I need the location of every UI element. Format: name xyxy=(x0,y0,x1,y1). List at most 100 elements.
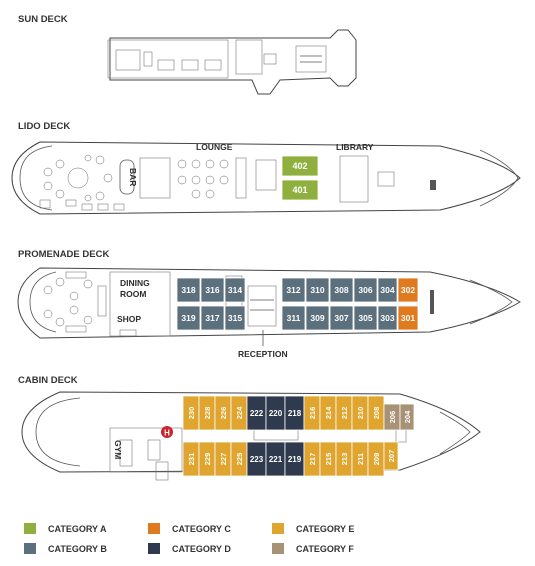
legend-label: CATEGORY C xyxy=(172,524,231,534)
legend-label: CATEGORY E xyxy=(296,524,354,534)
dining-room-label-1: DINING xyxy=(120,278,150,288)
cabin-212: 212 xyxy=(335,395,353,431)
legend-item-category-e: CATEGORY E xyxy=(272,523,354,534)
hospital-label: H xyxy=(164,429,170,438)
cabin-number: 226 xyxy=(219,407,228,420)
cabin-number: 306 xyxy=(358,285,372,295)
cabin-217: 217 xyxy=(303,441,321,477)
cabin-number: 315 xyxy=(228,313,242,323)
cabin-number: 221 xyxy=(269,455,283,464)
cabin-208: 208 xyxy=(367,395,385,431)
cabin-224: 224 xyxy=(230,395,248,431)
cabin-number: 231 xyxy=(187,453,196,466)
cabin-number: 318 xyxy=(181,285,195,295)
cabin-number: 206 xyxy=(388,411,397,424)
cabin-231: 231 xyxy=(182,441,200,477)
cabin-311: 311 xyxy=(281,305,306,331)
legend-label: CATEGORY D xyxy=(172,544,231,554)
cabin-number: 401 xyxy=(292,185,307,195)
cabin-number: 214 xyxy=(324,406,333,419)
cabin-number: 215 xyxy=(324,453,333,466)
reception-label: RECEPTION xyxy=(238,349,288,359)
cabin-number: 312 xyxy=(286,285,300,295)
cabin-318: 318 xyxy=(176,277,201,303)
cabin-number: 303 xyxy=(380,313,394,323)
cabin-number: 218 xyxy=(288,409,302,418)
cabin-number: 210 xyxy=(356,407,365,420)
promenade-deck-outline xyxy=(17,267,521,339)
legend-swatch xyxy=(148,543,160,554)
lido-cabins: 402 401 xyxy=(281,155,319,201)
cabin-223: 223 xyxy=(246,441,267,477)
cabin-206: 206 xyxy=(383,403,401,431)
cabin-210: 210 xyxy=(351,395,369,431)
cabin-number: 311 xyxy=(287,313,301,323)
legend-label: CATEGORY A xyxy=(48,524,107,534)
cabin-216: 216 xyxy=(303,395,321,431)
cabin-number: 230 xyxy=(187,407,196,420)
cabin-number: 314 xyxy=(228,285,242,295)
cabin-218: 218 xyxy=(284,395,305,431)
library-label: LIBRARY xyxy=(336,142,374,152)
cabin-number: 205 xyxy=(0,0,6,2)
legend-label: CATEGORY F xyxy=(296,544,354,554)
cabin-215: 215 xyxy=(319,441,337,477)
cabin-number: 305 xyxy=(358,313,372,323)
legend-swatch xyxy=(272,543,284,554)
cabin-314: 314 xyxy=(224,277,246,303)
legend-item-category-a: CATEGORY A xyxy=(24,523,107,534)
cabin-number: 310 xyxy=(310,285,324,295)
cabin-number: 220 xyxy=(269,409,283,418)
lido-deck-outline xyxy=(11,141,521,215)
cabin-number: 308 xyxy=(334,285,348,295)
cabin-number: 222 xyxy=(250,409,264,418)
cabin-number: 225 xyxy=(235,453,244,466)
lido-deck-title: LIDO DECK xyxy=(18,121,70,132)
cabin-310: 310 xyxy=(305,277,330,303)
cabin-307: 307 xyxy=(329,305,354,331)
cabin-number: 223 xyxy=(250,455,264,464)
cabin-number: 309 xyxy=(310,313,324,323)
cabin-317: 317 xyxy=(200,305,225,331)
cabin-number: 319 xyxy=(181,313,195,323)
cabin-number: 204 xyxy=(403,410,412,423)
legend-swatch xyxy=(24,523,36,534)
shop-label: SHOP xyxy=(117,314,141,324)
promenade-deck-title: PROMENADE DECK xyxy=(18,249,109,260)
cabin-319: 319 xyxy=(176,305,201,331)
cabin-number: 207 xyxy=(387,450,396,463)
cabin-number: 228 xyxy=(203,407,212,420)
cabin-228: 228 xyxy=(198,395,216,431)
cabin-308: 308 xyxy=(329,277,354,303)
cabin-219: 219 xyxy=(284,441,305,477)
cabin-211: 211 xyxy=(351,441,369,477)
cabin-301: 301 xyxy=(397,305,419,331)
cabin-deck-title: CABIN DECK xyxy=(18,375,78,386)
cabin-number: 217 xyxy=(308,453,317,466)
cabin-number: 316 xyxy=(205,285,219,295)
cabin-number: 301 xyxy=(401,313,415,323)
cabin-209: 209 xyxy=(367,441,385,477)
cabin-304: 304 xyxy=(377,277,398,303)
cabin-number: 224 xyxy=(235,406,244,419)
cabin-number: 402 xyxy=(292,161,307,171)
lounge-label: LOUNGE xyxy=(196,142,233,152)
cabin-309: 309 xyxy=(305,305,330,331)
cabin-number: 317 xyxy=(205,313,219,323)
cabin-226: 226 xyxy=(214,395,232,431)
legend-swatch xyxy=(24,543,36,554)
cabin-302: 302 xyxy=(397,277,419,303)
cabin-220: 220 xyxy=(265,395,286,431)
legend-item-category-f: CATEGORY F xyxy=(272,543,354,554)
legend-swatch xyxy=(148,523,160,534)
cabin-207: 207 xyxy=(383,441,399,471)
cabin-number: 212 xyxy=(340,407,349,420)
legend-item-category-b: CATEGORY B xyxy=(24,543,107,554)
legend-item-category-c: CATEGORY C xyxy=(148,523,231,534)
cabin-227: 227 xyxy=(214,441,232,477)
cabin-number: 211 xyxy=(356,453,365,465)
cabin-315: 315 xyxy=(224,305,246,331)
